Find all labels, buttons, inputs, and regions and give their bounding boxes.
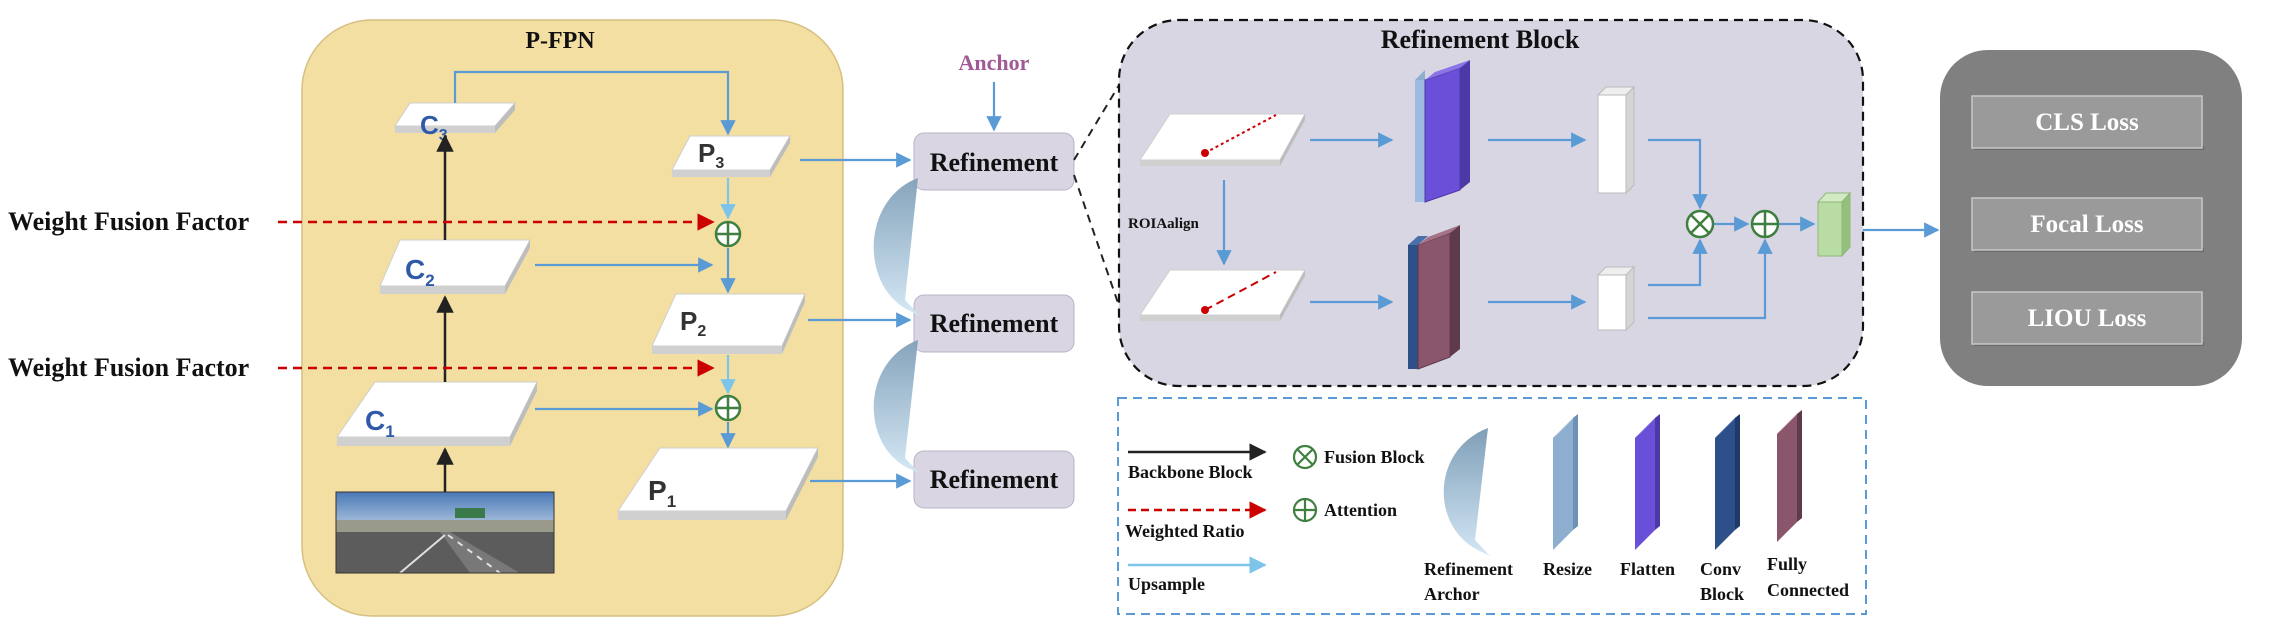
attention-node-block [1750,209,1780,239]
layer-c2: C2 [379,239,531,294]
p3-subscript: 3 [715,155,724,172]
legend-conv-swatch [1715,414,1740,550]
c3-subscript: 3 [439,127,448,144]
anchor-label: Anchor [959,50,1030,75]
arrow-fc-top-fusion [1648,138,1708,210]
refinement-box-bottom: Refinement [913,450,1075,509]
refinement-box-top: Refinement [913,132,1075,191]
legend-upsample-label: Upsample [1128,574,1205,594]
loss-liou-background [1971,291,2203,345]
legend-resize-label: Resize [1543,559,1592,579]
feature-stack-bottom [1408,225,1460,370]
refinement-mid-label: Refinement [930,309,1059,338]
refinement-box-mid: Refinement [913,294,1075,353]
layer-c1: C1 [336,381,538,446]
loss-focal-background [1971,197,2203,251]
fc-bar-top [1596,85,1636,195]
loss-cls-background [1971,95,2203,149]
layer-p3: P3 [671,135,791,177]
legend-conv-label-2: Block [1700,584,1744,604]
p3-label: P [698,138,715,168]
roi-label: ROIAalign [1128,216,1200,232]
legend-backbone-label: Backbone Block [1128,462,1253,482]
fusion-node [1685,209,1715,239]
legend-fc-label-2: Connected [1767,580,1849,600]
layer-p1: P1 [617,447,819,520]
svg-text:C2: C2 [405,254,435,290]
c2-subscript: 2 [425,271,434,290]
legend-weighted-label: Weighted Ratio [1125,521,1245,541]
legend-fusion-icon [1292,444,1318,470]
layer-p2: P2 [651,293,806,354]
attention-node-bottom [714,394,742,422]
roi-plane-top [1139,113,1306,166]
output-cube [1816,191,1852,258]
c1-label: C [365,405,385,436]
p2-subscript: 2 [697,323,706,340]
refinement-top-label: Refinement [930,148,1059,177]
svg-text:P3: P3 [698,138,724,172]
legend-attention-label: Attention [1324,500,1397,520]
legend-refinement-label-1: Refinement [1424,559,1513,579]
c1-subscript: 1 [385,422,394,441]
loss-liou-box: LIOU Loss [1971,291,2204,346]
p2-label: P [680,306,697,336]
c2-label: C [405,254,425,285]
feature-stack-top [1415,60,1470,203]
loss-cls-label: CLS Loss [2035,109,2139,136]
refinement-block-title: Refinement Block [1381,25,1580,54]
roi-plane-bottom [1139,269,1306,321]
weight-fusion-bottom-label: Weight Fusion Factor [8,353,249,382]
loss-cls-box: CLS Loss [1971,95,2204,150]
arrow-fc-bottom-fusion [1648,238,1708,287]
legend-flatten-swatch [1635,414,1660,550]
loss-liou-label: LIOU Loss [2028,305,2147,332]
loss-focal-label: Focal Loss [2030,211,2143,238]
refinement-curve-2 [873,340,920,474]
arrow-conv-attention [1648,238,1773,320]
legend-refinement-label-2: Archor [1424,584,1480,604]
svg-text:P2: P2 [680,306,706,340]
legend-fusion-label: Fusion Block [1324,447,1425,467]
arrow-c3-p3 [453,70,736,136]
legend-flatten-label: Flatten [1620,559,1675,579]
p1-label: P [648,475,667,506]
input-road-image [335,491,555,574]
p1-subscript: 1 [667,492,676,511]
legend-fc-label-1: Fully [1767,554,1807,574]
attention-node-top [714,220,742,248]
legend-panel [1117,397,1867,615]
weight-fusion-top-label: Weight Fusion Factor [8,207,249,236]
pfpn-title: P-FPN [525,28,595,54]
refinement-bottom-label: Refinement [930,465,1059,494]
legend-attention-icon [1292,497,1318,523]
legend-conv-label-1: Conv [1700,559,1741,579]
fc-bar-bottom [1596,265,1636,332]
loss-focal-box: Focal Loss [1971,197,2204,252]
refinement-block-panel [1117,18,1865,388]
legend-fc-swatch [1777,410,1802,542]
svg-text:P1: P1 [648,475,676,511]
refinement-curve-1 [873,178,920,316]
svg-text:C1: C1 [365,405,395,441]
legend-refinement-curve [1443,428,1490,556]
legend-resize-swatch [1553,414,1578,550]
c3-label: C [420,110,439,140]
